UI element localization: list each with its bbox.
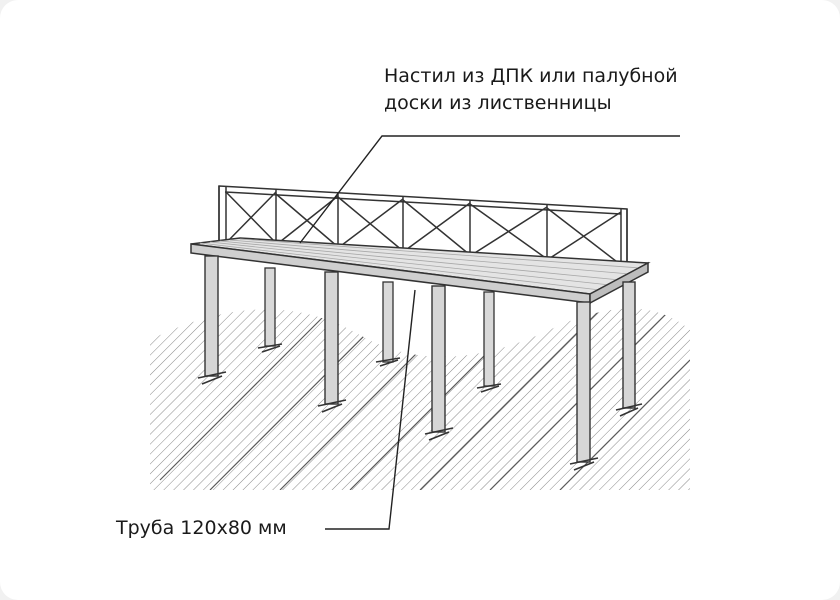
pipe-callout: Труба 120х80 мм xyxy=(116,517,287,539)
back-screw-piles xyxy=(257,343,502,393)
decking-callout-line2: доски из лиственницы xyxy=(384,92,612,114)
decking-callout: Настил из ДПК или палубной доски из лист… xyxy=(384,63,678,117)
front-posts xyxy=(204,255,636,463)
ground-hatching xyxy=(150,308,690,490)
leader-lines xyxy=(299,135,680,530)
decking-callout-line1: Настил из ДПК или палубной xyxy=(384,65,678,87)
front-screw-piles xyxy=(197,371,643,471)
deck xyxy=(190,237,651,305)
